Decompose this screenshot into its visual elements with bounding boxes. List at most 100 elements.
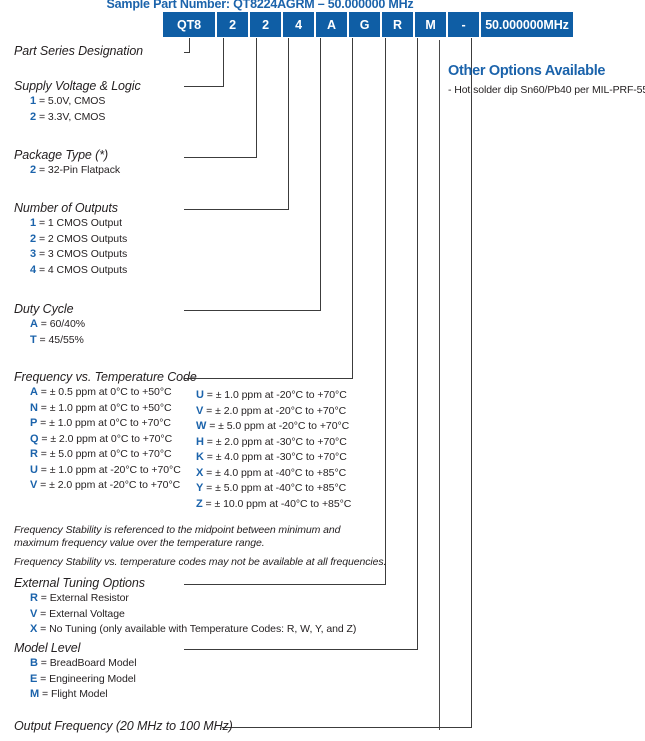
leader-supply-voltage	[184, 38, 224, 87]
option-code: 1	[30, 95, 37, 107]
option-description: = 3.3V, CMOS	[38, 110, 106, 123]
group-title-frequency-vs-temperature-code: Frequency vs. Temperature Code	[14, 370, 197, 384]
leader-part-series	[184, 38, 190, 53]
option-description: = ± 2.0 ppm at -20°C to +70°C	[40, 479, 181, 491]
option-code: T	[30, 333, 37, 346]
part-number-cell-7: M	[415, 12, 446, 37]
option-row: N = ± 1.0 ppm at 0°C to +50°C	[14, 401, 197, 417]
group-title-output-frequency: Output Frequency (20 MHz to 100 MHz)	[14, 719, 233, 733]
option-row: V = ± 2.0 ppm at -20°C to +70°C	[196, 404, 351, 420]
option-code: E	[30, 672, 38, 685]
option-code: V	[30, 607, 38, 620]
option-row: 2 = 3.3V, CMOS	[14, 110, 141, 126]
option-code: R	[30, 448, 38, 460]
option-code: 1	[30, 217, 37, 229]
option-row: Q = ± 2.0 ppm at 0°C to +70°C	[14, 432, 197, 448]
option-row: 1 = 1 CMOS Output	[14, 216, 127, 232]
group-output-frequency: Output Frequency (20 MHz to 100 MHz)	[14, 719, 233, 734]
option-row: A = ± 0.5 ppm at 0°C to +50°C	[14, 385, 197, 401]
option-description: = ± 1.0 ppm at -20°C to +70°C	[40, 463, 181, 476]
option-description: = 5.0V, CMOS	[38, 95, 106, 107]
option-code: 2	[30, 110, 37, 123]
option-code: U	[30, 463, 38, 476]
option-code: N	[30, 401, 38, 414]
option-code: W	[196, 420, 207, 432]
option-row: R = External Resistor	[14, 591, 356, 607]
group-package-type: Package Type (*)2 = 32-Pin Flatpack	[14, 148, 120, 179]
option-description: = ± 10.0 ppm at -40°C to +85°C	[205, 497, 352, 510]
part-number-cell-0: QT8	[163, 12, 215, 37]
option-description: = ± 2.0 ppm at -30°C to +70°C	[206, 435, 347, 448]
option-row: 3 = 3 CMOS Outputs	[14, 247, 127, 263]
option-row: M = Flight Model	[14, 687, 136, 703]
other-options-item: - Hot solder dip Sn60/Pb40 per MIL-PRF-5…	[448, 84, 645, 96]
group-title-number-of-outputs: Number of Outputs	[14, 201, 118, 215]
option-code: Z	[196, 497, 203, 510]
option-row: Z = ± 10.0 ppm at -40°C to +85°C	[196, 497, 351, 513]
option-row: W = ± 5.0 ppm at -20°C to +70°C	[196, 419, 351, 435]
option-description: = ± 0.5 ppm at 0°C to +50°C	[40, 386, 172, 398]
option-description: = ± 5.0 ppm at -40°C to +85°C	[206, 482, 347, 494]
part-number-cell-8: -	[448, 12, 479, 37]
part-number-cell-2: 2	[250, 12, 281, 37]
option-row: R = ± 5.0 ppm at 0°C to +70°C	[14, 447, 197, 463]
option-row: 4 = 4 CMOS Outputs	[14, 263, 127, 279]
option-row: V = External Voltage	[14, 607, 356, 623]
other-options-panel: Other Options Available - Hot solder dip…	[448, 63, 645, 96]
leader-frequency-temp	[184, 38, 353, 379]
option-description: = ± 4.0 ppm at -30°C to +70°C	[206, 451, 347, 463]
option-row: 2 = 32-Pin Flatpack	[14, 163, 120, 179]
group-part-series-designation: Part Series Designation	[14, 44, 143, 59]
option-code: X	[30, 623, 38, 635]
option-row: X = No Tuning (only available with Tempe…	[14, 622, 356, 638]
option-row: T = 45/55%	[14, 333, 85, 349]
option-description: = BreadBoard Model	[40, 657, 137, 669]
option-description: = ± 4.0 ppm at -40°C to +85°C	[206, 466, 347, 479]
option-row: 2 = 2 CMOS Outputs	[14, 232, 127, 248]
option-code: Y	[196, 482, 204, 494]
option-code: M	[30, 688, 40, 700]
option-code: P	[30, 417, 38, 429]
other-options-title: Other Options Available	[448, 63, 606, 79]
leader-package-type	[184, 38, 257, 158]
option-code: A	[30, 386, 38, 398]
option-code: R	[30, 592, 38, 604]
option-description: = External Voltage	[40, 607, 125, 620]
option-row: E = Engineering Model	[14, 672, 136, 688]
note-line-3: Frequency Stability vs. temperature code…	[14, 556, 387, 568]
group-title-supply-voltage-logic: Supply Voltage & Logic	[14, 79, 141, 93]
sample-part-number-title: Sample Part Number: QT8224AGRM – 50.0000…	[106, 0, 414, 11]
option-row: P = ± 1.0 ppm at 0°C to +70°C	[14, 416, 197, 432]
option-description: = ± 2.0 ppm at -20°C to +70°C	[206, 404, 347, 417]
note-line-1: Frequency Stability is referenced to the…	[14, 524, 341, 536]
option-description: = 1 CMOS Output	[38, 217, 122, 229]
option-description: = 45/55%	[39, 333, 84, 346]
group-title-part-series-designation: Part Series Designation	[14, 44, 144, 58]
option-description: = 60/40%	[40, 318, 86, 330]
option-code: 3	[30, 248, 37, 260]
option-code: 2	[30, 164, 37, 176]
group-title-model-level: Model Level	[14, 641, 81, 655]
option-description: = 4 CMOS Outputs	[38, 263, 128, 276]
part-number-cell-6: R	[382, 12, 413, 37]
option-code: 2	[30, 232, 37, 245]
option-description: = 32-Pin Flatpack	[38, 164, 121, 176]
option-row: K = ± 4.0 ppm at -30°C to +70°C	[196, 450, 351, 466]
option-code: 4	[30, 263, 37, 276]
option-row: Y = ± 5.0 ppm at -40°C to +85°C	[196, 481, 351, 497]
part-number-cell-5: G	[349, 12, 380, 37]
option-description: = ± 1.0 ppm at 0°C to +50°C	[40, 401, 172, 414]
group-title-package-type: Package Type (*)	[14, 148, 109, 162]
note-line-2: maximum frequency value over the tempera…	[14, 537, 265, 549]
option-row: V = ± 2.0 ppm at -20°C to +70°C	[14, 478, 197, 494]
option-code: X	[196, 466, 204, 479]
option-description: = ± 1.0 ppm at -20°C to +70°C	[206, 389, 347, 401]
leader-duty-cycle	[184, 38, 321, 311]
part-number-cell-1: 2	[217, 12, 248, 37]
option-description: = External Resistor	[40, 592, 129, 604]
